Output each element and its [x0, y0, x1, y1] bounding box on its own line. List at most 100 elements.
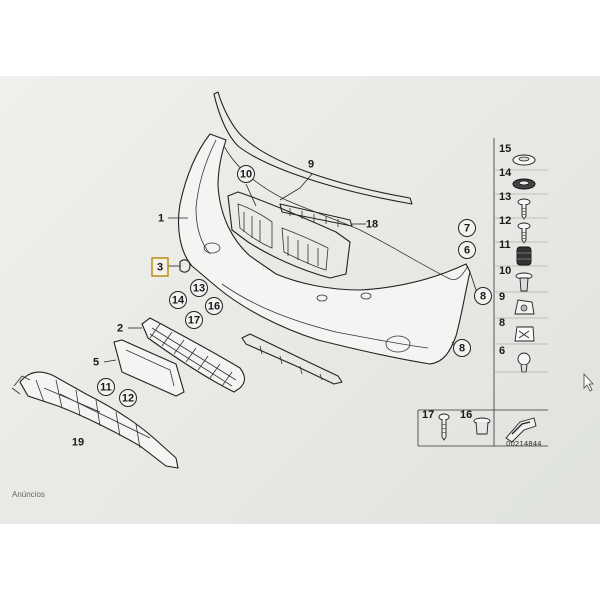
callout-8: 8 [453, 339, 471, 357]
legend-item-13: 13 [494, 191, 548, 220]
license-plate-bracket [113, 339, 185, 397]
callout-13: 13 [190, 279, 208, 297]
callout-11: 11 [97, 378, 115, 396]
legend-number: 12 [499, 215, 511, 227]
legend-number: 6 [499, 345, 505, 357]
callout-number: 11 [100, 382, 112, 394]
callout-circle [474, 287, 492, 305]
callout-6: 6 [458, 241, 476, 259]
callout-number: 7 [464, 223, 470, 235]
sensor-hole-2 [360, 292, 372, 300]
legend-item-14: 14 [494, 167, 548, 195]
callout-9: 9 [308, 159, 314, 171]
direction-arrow-icon [505, 417, 537, 443]
callout-number: 16 [208, 301, 220, 313]
bumper-cover [177, 133, 471, 365]
lower-center-bracket [241, 333, 343, 385]
upper-trim-strip [213, 91, 413, 205]
kidney-grille-left [237, 203, 273, 249]
callout-12: 12 [119, 389, 137, 407]
expansion-rivet-icon [515, 272, 533, 292]
callout-number: 8 [480, 291, 486, 303]
callout-14: 14 [169, 291, 187, 309]
screw-icon [517, 222, 531, 244]
tow-eye-cap [179, 259, 191, 273]
callout-7: 7 [458, 219, 476, 237]
legend-number: 10 [499, 265, 511, 277]
callout-5: 5 [93, 357, 99, 369]
callout-2: 2 [117, 323, 123, 335]
callout-number: 6 [464, 245, 470, 257]
fog-light-right [385, 335, 411, 353]
sensor-hole [316, 294, 328, 302]
grille-slats [243, 212, 319, 266]
callout-1: 1 [158, 213, 164, 225]
legend-number: 14 [499, 167, 512, 179]
callout-19: 19 [72, 437, 84, 449]
callout-circle [237, 165, 255, 183]
washer-dark-icon [512, 178, 536, 190]
legend-number: 8 [499, 317, 505, 329]
callout-number: 19 [72, 437, 84, 449]
callout-17: 17 [185, 311, 203, 329]
bracket-strip-18 [279, 203, 353, 227]
legend-item-10: 10 [494, 265, 548, 293]
callout-number: 9 [308, 159, 314, 171]
callout-circle [205, 297, 223, 315]
legend-item-12: 12 [494, 215, 548, 244]
license-plate-bracket-inner [125, 349, 175, 387]
legend-number: 15 [499, 143, 511, 155]
callout-circle [119, 389, 137, 407]
callout-16: 16 [205, 297, 223, 315]
callout-circle [453, 339, 471, 357]
bumper-carrier-ribs [35, 379, 151, 449]
legend-item-15: 15 [494, 143, 548, 171]
callout-number: 1 [158, 213, 164, 225]
bumper-inner-edge [195, 139, 217, 255]
bottom-part-number: 16 [460, 409, 472, 421]
callout-number: 10 [240, 169, 252, 181]
nut-clip-icon [514, 299, 535, 315]
screw-icon [517, 198, 531, 220]
callout-number: 13 [193, 283, 205, 295]
callout-number: 3 [157, 262, 163, 274]
callout-10: 10 [237, 165, 255, 183]
plug-icon [473, 417, 491, 435]
lower-grille-mesh [149, 323, 237, 387]
grille-frame [227, 191, 351, 279]
legend-number: 13 [499, 191, 511, 203]
callout-18: 18 [366, 219, 378, 231]
legend-item-8: 8 [494, 317, 548, 345]
callout-number: 8 [459, 343, 465, 355]
screw-long-icon [438, 413, 450, 441]
legend-item-9: 9 [494, 291, 548, 319]
callout-highlight-box [151, 257, 169, 277]
callout-number: 18 [366, 219, 378, 231]
legend-item-6: 6 [494, 345, 548, 373]
spring-nut-icon [514, 326, 535, 342]
bumper-side-contour [359, 229, 469, 280]
bumper-carrier-detail [11, 375, 31, 395]
callout-circle [458, 219, 476, 237]
callout-number: 5 [93, 357, 99, 369]
bumper-lower-lip [221, 283, 429, 349]
rubber-buffer-icon [516, 246, 532, 266]
callout-number: 17 [188, 315, 200, 327]
callout-8: 8 [474, 287, 492, 305]
washer-icon [512, 154, 536, 166]
callout-circle [169, 291, 187, 309]
callout-circle [97, 378, 115, 396]
fog-light-left [203, 242, 221, 254]
callout-number: 14 [172, 295, 185, 307]
bracket-strip-clips [289, 208, 339, 227]
legend-item-11: 11 [494, 239, 548, 267]
callout-labels: 9 10 1 18 3 13 14 16 17 2 5 11 12 19 7 6 8 8 [72, 159, 492, 449]
bottom-part-17: 17 [422, 409, 450, 441]
reference-code: 00214844 [506, 440, 542, 448]
mouse-cursor-icon [583, 372, 594, 392]
